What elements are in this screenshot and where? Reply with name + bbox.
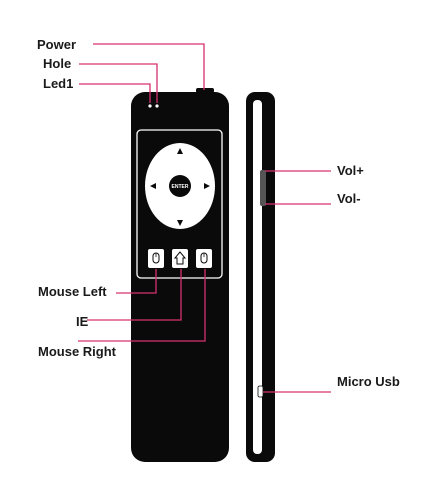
- mouse-left-leader: [116, 269, 157, 294]
- remote-side: [246, 92, 275, 462]
- enter-button[interactable]: [169, 175, 191, 197]
- ie-label: IE: [76, 314, 89, 329]
- enter-button-label: ENTER: [172, 184, 189, 190]
- hole-icon: [148, 104, 152, 108]
- vol-plus-label: Vol+: [337, 163, 364, 178]
- arrow-left-icon[interactable]: [150, 183, 156, 189]
- micro-usb-label: Micro Usb: [337, 374, 400, 389]
- control-panel: [136, 129, 223, 279]
- leader-lines: [78, 43, 331, 393]
- arrow-right-icon[interactable]: [204, 183, 210, 189]
- hole-leader: [79, 63, 158, 103]
- remote-front: ENTER: [131, 88, 229, 462]
- power-key[interactable]: [196, 88, 214, 93]
- power-leader: [93, 43, 205, 90]
- led1-leader: [79, 83, 151, 103]
- arrow-up-icon[interactable]: [177, 148, 183, 154]
- vol-minus-label: Vol-: [337, 191, 361, 206]
- side-highlight: [253, 100, 262, 454]
- led1-label: Led1: [43, 76, 74, 91]
- mouse-left-button[interactable]: [148, 249, 164, 268]
- arrow-down-icon[interactable]: [177, 220, 183, 226]
- home-icon: [173, 251, 187, 265]
- ie-leader: [87, 269, 182, 321]
- mouse-right-button[interactable]: [196, 249, 212, 268]
- ie-button[interactable]: [172, 249, 188, 268]
- volume-rocker[interactable]: [260, 170, 266, 206]
- power-label: Power: [37, 37, 77, 52]
- mouse-left-label: Mouse Left: [38, 284, 107, 299]
- mouse-right-label: Mouse Right: [38, 344, 116, 359]
- hole-label: Hole: [43, 56, 72, 71]
- micro-usb-port: [257, 385, 264, 398]
- led1-icon: [155, 104, 159, 108]
- mouse-right-leader: [78, 269, 206, 342]
